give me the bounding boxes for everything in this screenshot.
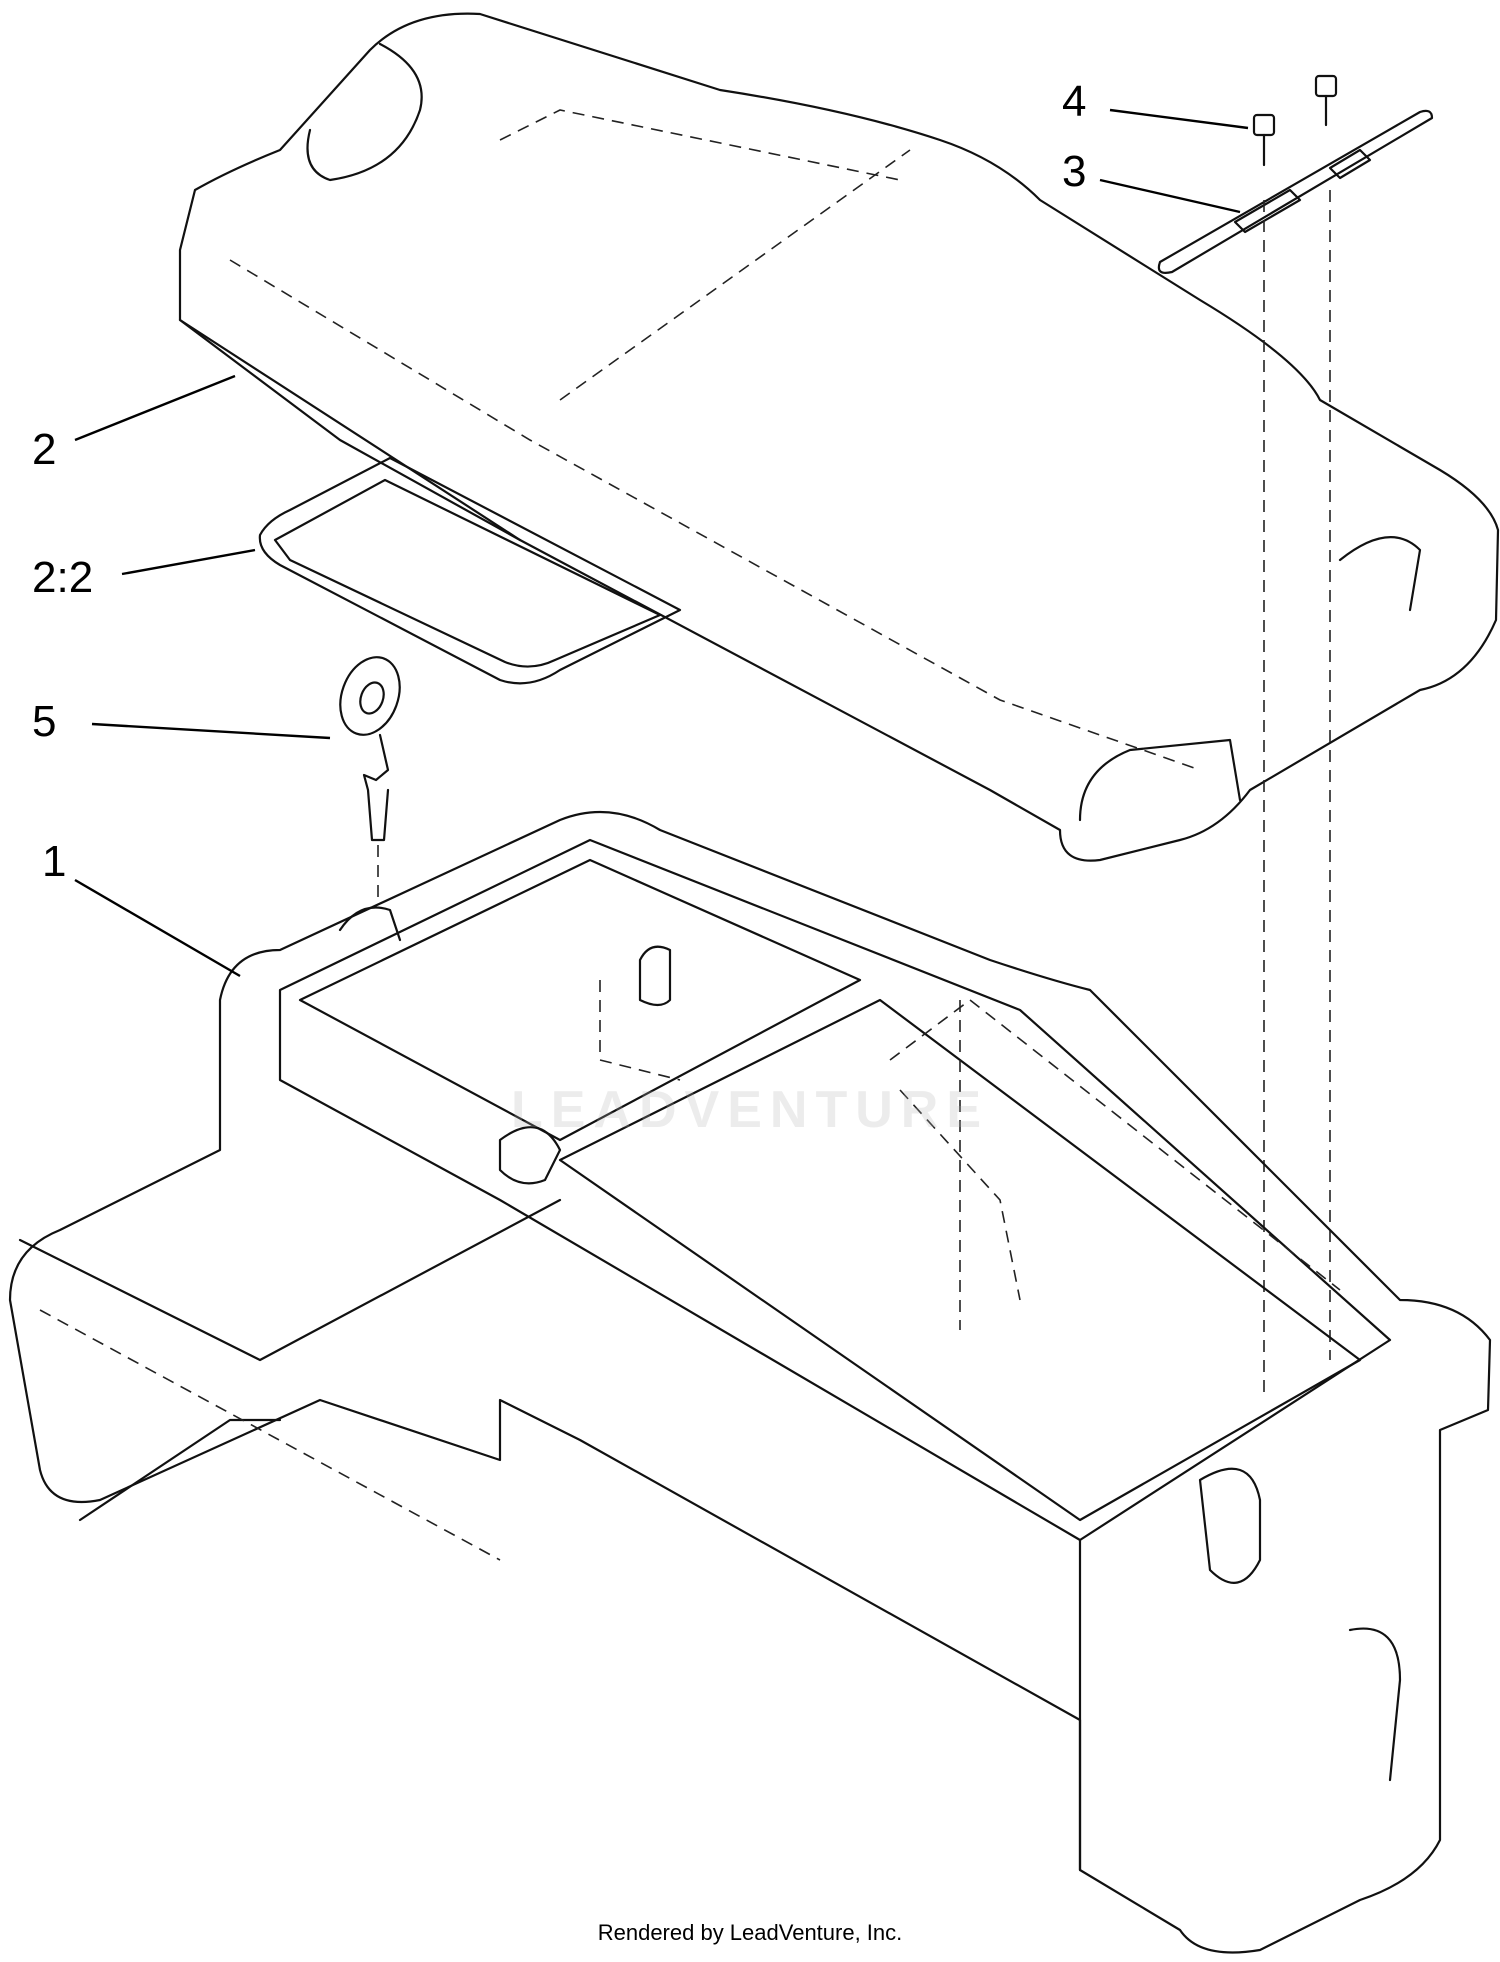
callout-1: 1 [42, 837, 67, 886]
leader-3 [1099, 178, 1241, 214]
leader-5 [91, 722, 331, 740]
leader-2 [74, 374, 236, 442]
lid-part-2 [178, 12, 1500, 862]
cap-part-5 [339, 656, 401, 900]
leader-4 [1109, 108, 1249, 130]
leader-lines [74, 108, 1249, 978]
watermark-text: LEADVENTURE [510, 1081, 990, 1139]
callout-2: 2 [32, 425, 57, 474]
screws-part-4 [1252, 74, 1338, 1400]
base-part-1 [8, 810, 1492, 1954]
footer-credit: Rendered by LeadVenture, Inc. [597, 1920, 903, 1945]
callout-2-2: 2:2 [32, 553, 94, 602]
callout-5: 5 [32, 697, 57, 746]
leader-1 [74, 878, 241, 978]
callout-3: 3 [1062, 147, 1087, 196]
pad-part-2-2 [258, 456, 682, 685]
rod-part-3 [1157, 109, 1434, 274]
callout-4: 4 [1062, 77, 1087, 126]
leader-2-2 [121, 548, 256, 576]
